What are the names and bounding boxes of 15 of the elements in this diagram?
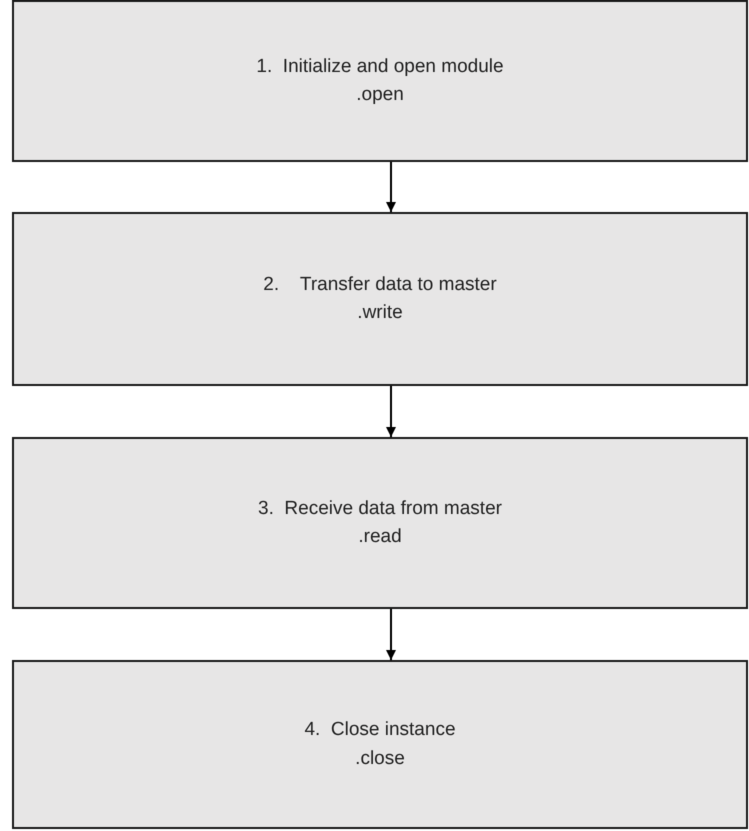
arrow xyxy=(386,386,396,437)
step-title: 4. Close instance xyxy=(304,718,456,742)
method-name: .close xyxy=(355,746,405,770)
arrow xyxy=(386,609,396,660)
method-name: .read xyxy=(358,525,402,549)
method-name: .open xyxy=(356,83,404,107)
step-title: 1. Initialize and open module xyxy=(256,54,504,78)
method-name: .write xyxy=(357,301,403,325)
process-box xyxy=(12,437,748,609)
step-title: 3. Receive data from master xyxy=(258,496,502,520)
process-box xyxy=(12,660,748,829)
process-box xyxy=(12,0,748,162)
step-title: 2. Transfer data to master xyxy=(263,272,497,296)
arrow xyxy=(386,162,396,212)
process-box xyxy=(12,212,748,386)
